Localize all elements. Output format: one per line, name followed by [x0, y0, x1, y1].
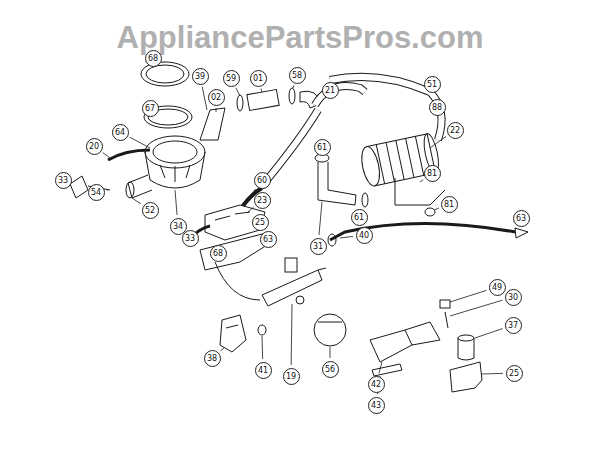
leader-line	[482, 373, 503, 375]
leader-line	[475, 329, 503, 338]
callout-number: 68	[210, 245, 227, 262]
leader-line	[107, 190, 108, 191]
callout-number: 02	[208, 89, 225, 106]
callout-number: 52	[142, 202, 159, 219]
leader-line	[450, 300, 502, 316]
callout-number: 64	[112, 124, 129, 141]
leader-line	[420, 180, 423, 182]
callout-number: 31	[310, 238, 327, 255]
callout-number: 30	[505, 289, 522, 306]
callout-number: 61	[314, 139, 331, 156]
leader-line	[379, 362, 382, 373]
callout-number: 33	[55, 172, 72, 189]
leader-line	[252, 189, 256, 194]
leader-line	[216, 108, 217, 112]
leader-line	[293, 86, 295, 88]
callout-number: 60	[254, 172, 271, 189]
callout-number: 21	[322, 82, 339, 99]
callout-number: 54	[88, 184, 105, 201]
callout-number: 33	[182, 230, 199, 247]
callout-number: 37	[505, 317, 522, 334]
leader-line	[202, 87, 207, 110]
callout-number: 58	[289, 67, 306, 84]
leader-line	[175, 190, 177, 215]
leader-line	[319, 202, 322, 235]
callout-number: 25	[252, 214, 269, 231]
leader-line	[430, 136, 446, 148]
callout-number: 59	[223, 70, 240, 87]
watermark: AppliancePartsPros.com	[117, 21, 484, 55]
callout-number: 68	[145, 50, 162, 67]
callout-number: 20	[86, 138, 103, 155]
leader-line	[236, 88, 240, 96]
callout-number: 41	[255, 362, 272, 379]
callout-number: 01	[250, 70, 267, 87]
callout-number: 43	[368, 397, 385, 414]
callout-number: 38	[204, 350, 221, 367]
callout-number: 88	[429, 99, 446, 116]
callout-number: 19	[283, 368, 300, 385]
callout-number: 40	[356, 227, 373, 244]
callout-number: 22	[447, 122, 464, 139]
callout-number: 56	[322, 361, 339, 378]
leader-line	[220, 348, 224, 351]
callout-number: 67	[142, 100, 159, 117]
callout-number: 23	[254, 192, 271, 209]
callout-number: 81	[424, 165, 441, 182]
leader-line	[261, 89, 263, 92]
leader-line	[248, 207, 254, 212]
leader-line	[132, 198, 141, 204]
callout-number: 63	[260, 231, 277, 248]
leader-line	[330, 347, 331, 358]
leader-line	[291, 304, 293, 365]
callout-number: 49	[489, 279, 506, 296]
callout-number: 61	[351, 209, 368, 226]
leader-line	[130, 137, 150, 148]
callout-number: 51	[424, 76, 441, 93]
leader-line	[450, 290, 487, 302]
callout-number: 63	[513, 210, 530, 227]
callout-number: 25	[506, 365, 523, 382]
callout-number: 39	[192, 68, 209, 85]
callout-number: 42	[368, 376, 385, 393]
leader-line	[103, 153, 110, 158]
callout-number: 81	[441, 196, 458, 213]
leader-line	[434, 208, 439, 210]
leader-line	[262, 336, 264, 359]
leader-line	[340, 236, 353, 238]
